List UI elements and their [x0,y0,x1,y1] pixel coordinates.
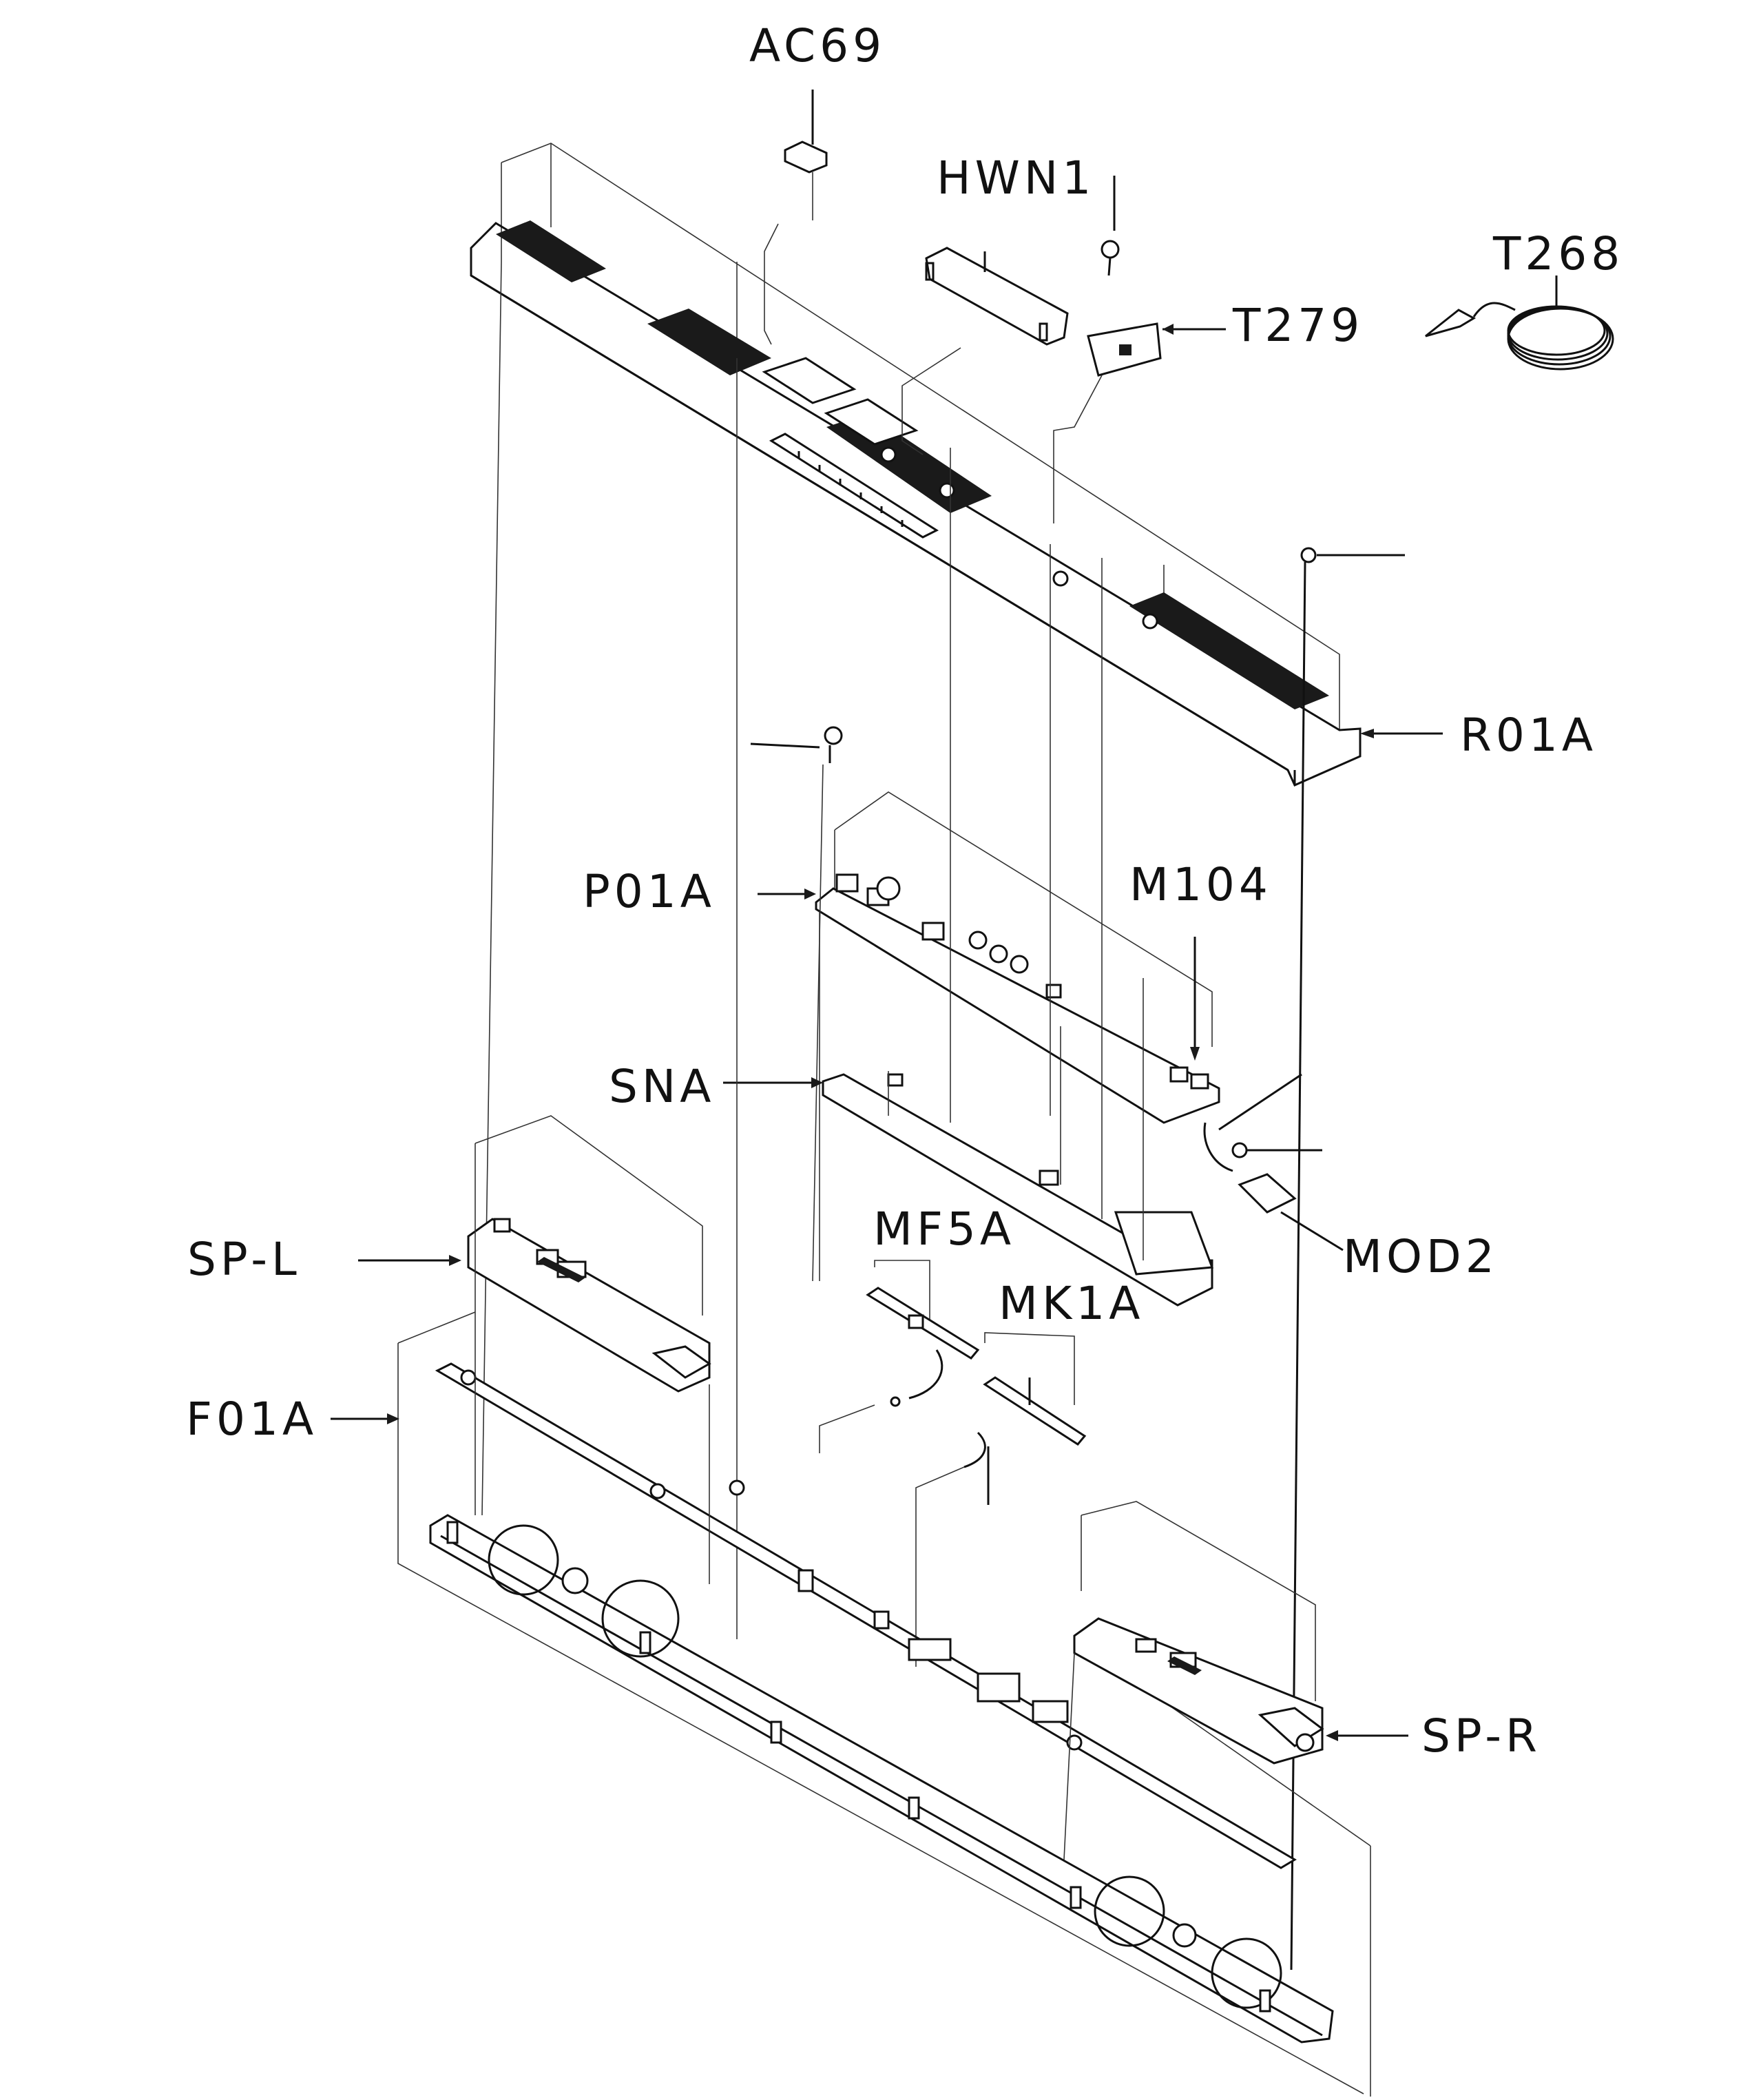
part-t268 [1425,276,1614,371]
speaker-sp-l [358,1115,711,1393]
part-t279 [1053,176,1226,523]
part-mod2 [1203,1073,1344,1251]
label-hwn1: HWN1 [937,152,1096,205]
label-t279: T279 [1233,299,1364,352]
part-mk1a [915,1332,1087,1667]
r01a-leader [1360,729,1443,738]
part-hwn1 [901,247,1069,455]
left-guide [474,1226,1075,1860]
label-sna: SNA [609,1060,716,1113]
label-mod2: MOD2 [1343,1230,1499,1283]
part-mf5a [819,1260,980,1453]
front-base-f01a [331,1311,1371,2097]
label-sp-l: SP-L [187,1233,301,1286]
m104-leader [1190,937,1200,1061]
speaker-sp-r [1073,1501,1408,1765]
label-t268: T268 [1493,227,1625,280]
label-mk1a: MK1A [999,1277,1145,1330]
label-ac69: AC69 [749,19,886,72]
label-m104: M104 [1129,858,1272,911]
label-f01a: F01A [186,1393,318,1446]
screw-p01a [750,726,843,1282]
top-cover-r01a [470,143,1362,787]
label-sp-r: SP-R [1421,1709,1541,1763]
label-r01a: R01A [1460,709,1597,762]
part-ac69 [764,90,828,345]
label-mf5a: MF5A [873,1203,1016,1256]
guide-lines [481,261,1144,1639]
chassis-sna [723,1073,1214,1307]
label-p01a: P01A [583,865,716,918]
